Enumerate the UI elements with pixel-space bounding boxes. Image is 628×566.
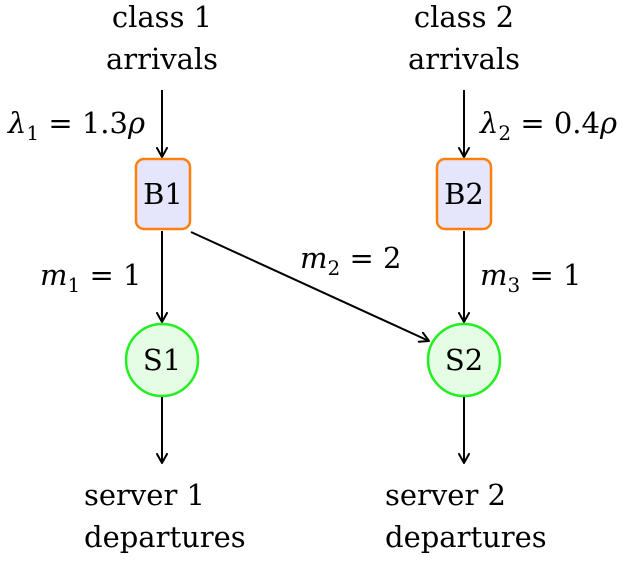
server-s1: S1 (124, 322, 200, 398)
arrow-b1-to-s2 (190, 231, 430, 343)
server-s1-label: S1 (143, 343, 181, 377)
server-s2: S2 (426, 322, 502, 398)
class1-arrivals-line1: class 1 (112, 0, 212, 34)
m3-value: = 1 (520, 258, 581, 292)
buffer-b1-box (134, 157, 192, 231)
m1-subscript: 1 (68, 273, 81, 297)
class1-arrivals-line2: arrivals (106, 42, 218, 76)
lambda1-subscript: 1 (26, 121, 39, 145)
buffer-b2-box (435, 157, 493, 231)
lambda1-value: = 1.3 (39, 106, 128, 140)
buffer-b1: B1 (134, 157, 192, 231)
buffer-b1-label: B1 (143, 177, 183, 211)
m3-subscript: 3 (508, 273, 521, 297)
m1-value: = 1 (80, 258, 141, 292)
lambda2-subscript: 2 (498, 121, 511, 145)
server2-departures-line2: departures (385, 520, 547, 554)
m1-label: m1 = 1 (40, 258, 141, 297)
m2-value: = 2 (340, 241, 401, 275)
lambda1-symbol: λ (7, 106, 26, 140)
server1-departures-line1: server 1 (84, 478, 205, 512)
m1-symbol: m (40, 258, 68, 292)
m2-label: m2 = 2 (300, 241, 401, 280)
lambda2-symbol: λ (479, 106, 498, 140)
server-s2-label: S2 (445, 343, 483, 377)
m2-subscript: 2 (328, 256, 341, 280)
lambda2-rho: ρ (599, 106, 617, 140)
server2-departures-line1: server 2 (385, 478, 506, 512)
class2-arrivals-line1: class 2 (414, 0, 514, 34)
server-s2-circle (426, 322, 502, 398)
lambda1-label: λ1 = 1.3ρ (7, 106, 145, 145)
buffer-b2: B2 (435, 157, 493, 231)
lambda1-rho: ρ (127, 106, 145, 140)
m3-symbol: m (480, 258, 508, 292)
lambda2-value: = 0.4 (511, 106, 600, 140)
buffer-b2-label: B2 (444, 177, 484, 211)
server-s1-circle (124, 322, 200, 398)
lambda2-label: λ2 = 0.4ρ (479, 106, 617, 145)
m3-label: m3 = 1 (480, 258, 581, 297)
class2-arrivals-line2: arrivals (408, 42, 520, 76)
server1-departures-line2: departures (84, 520, 246, 554)
m2-symbol: m (300, 241, 328, 275)
